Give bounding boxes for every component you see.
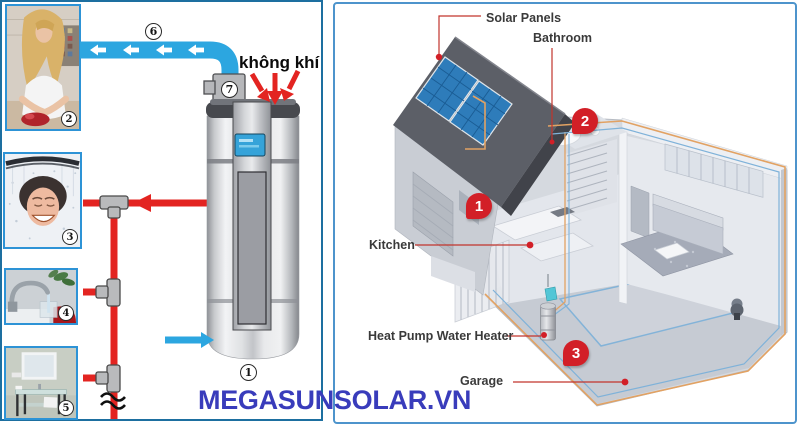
vanity-scene-illustration: [6, 348, 76, 418]
garage-floor: [485, 244, 785, 404]
staircase: [565, 139, 617, 217]
marker-pipe: 6: [145, 23, 162, 40]
garage-pad: [558, 261, 771, 347]
interior-wall: [618, 129, 628, 305]
schematic-panel: 2: [0, 0, 323, 421]
photo-sink-faucet: 4: [4, 268, 78, 325]
right-wall: [781, 168, 787, 336]
floor-platform: [398, 115, 788, 407]
living-room-furniture: [620, 185, 744, 320]
photo-woman-washing: 2: [5, 4, 81, 131]
kitchen-counters: [492, 205, 594, 262]
solar-pipe-traces: [465, 95, 786, 406]
marker-shower: 3: [62, 229, 78, 245]
balcony-railing: [454, 239, 510, 323]
marker-valve: 7: [221, 81, 238, 98]
house-panel: Solar Panels Bathroom Kitchen Heat Pump …: [333, 2, 797, 424]
air-outlet-pipe: [80, 41, 239, 86]
callout-lines: [415, 15, 622, 383]
badge-kitchen: 1: [466, 193, 492, 219]
roof: [393, 36, 575, 216]
solar-panel-array: [415, 56, 513, 146]
shower-scene-illustration: [5, 154, 80, 247]
hot-flow-arrow: [133, 194, 151, 212]
washing-scene-illustration: [7, 6, 79, 129]
label-kitchen: Kitchen: [369, 238, 415, 252]
label-solar-panels: Solar Panels: [486, 11, 562, 25]
tank-lcd-display: [234, 133, 266, 157]
brand-watermark: MEGASUNSOLAR.VN: [198, 385, 472, 415]
marker-tank: 1: [240, 364, 257, 381]
living-room-floor: [627, 136, 781, 326]
marker-washing: 2: [61, 111, 77, 127]
hot-water-pipes: [83, 194, 207, 419]
window-blinds: [664, 143, 764, 198]
label-heat-pump-water-heater: Heat Pump Water Heater: [368, 329, 514, 343]
air-flow-arrows: [90, 44, 204, 56]
photo-shower: 3: [3, 152, 82, 249]
water-heater-tank: [206, 99, 300, 360]
air-intake-arrows: [249, 69, 301, 105]
pipe-tee-fittings: [95, 195, 129, 393]
badge-heater: 3: [563, 340, 589, 366]
back-wall: [621, 117, 788, 181]
badge-bathroom: 2: [572, 108, 598, 134]
marker-sink: 4: [58, 305, 74, 321]
kitchen-floor: [485, 174, 625, 304]
pipe-break-symbol: [100, 392, 126, 410]
cold-inlet-arrow: [165, 332, 214, 348]
label-bathroom: Bathroom: [533, 31, 593, 45]
marker-vanity: 5: [58, 400, 74, 416]
heat-pump-unit: [540, 274, 558, 341]
photo-bathroom-vanity: 5: [4, 346, 78, 420]
air-label: không khí: [239, 53, 320, 72]
